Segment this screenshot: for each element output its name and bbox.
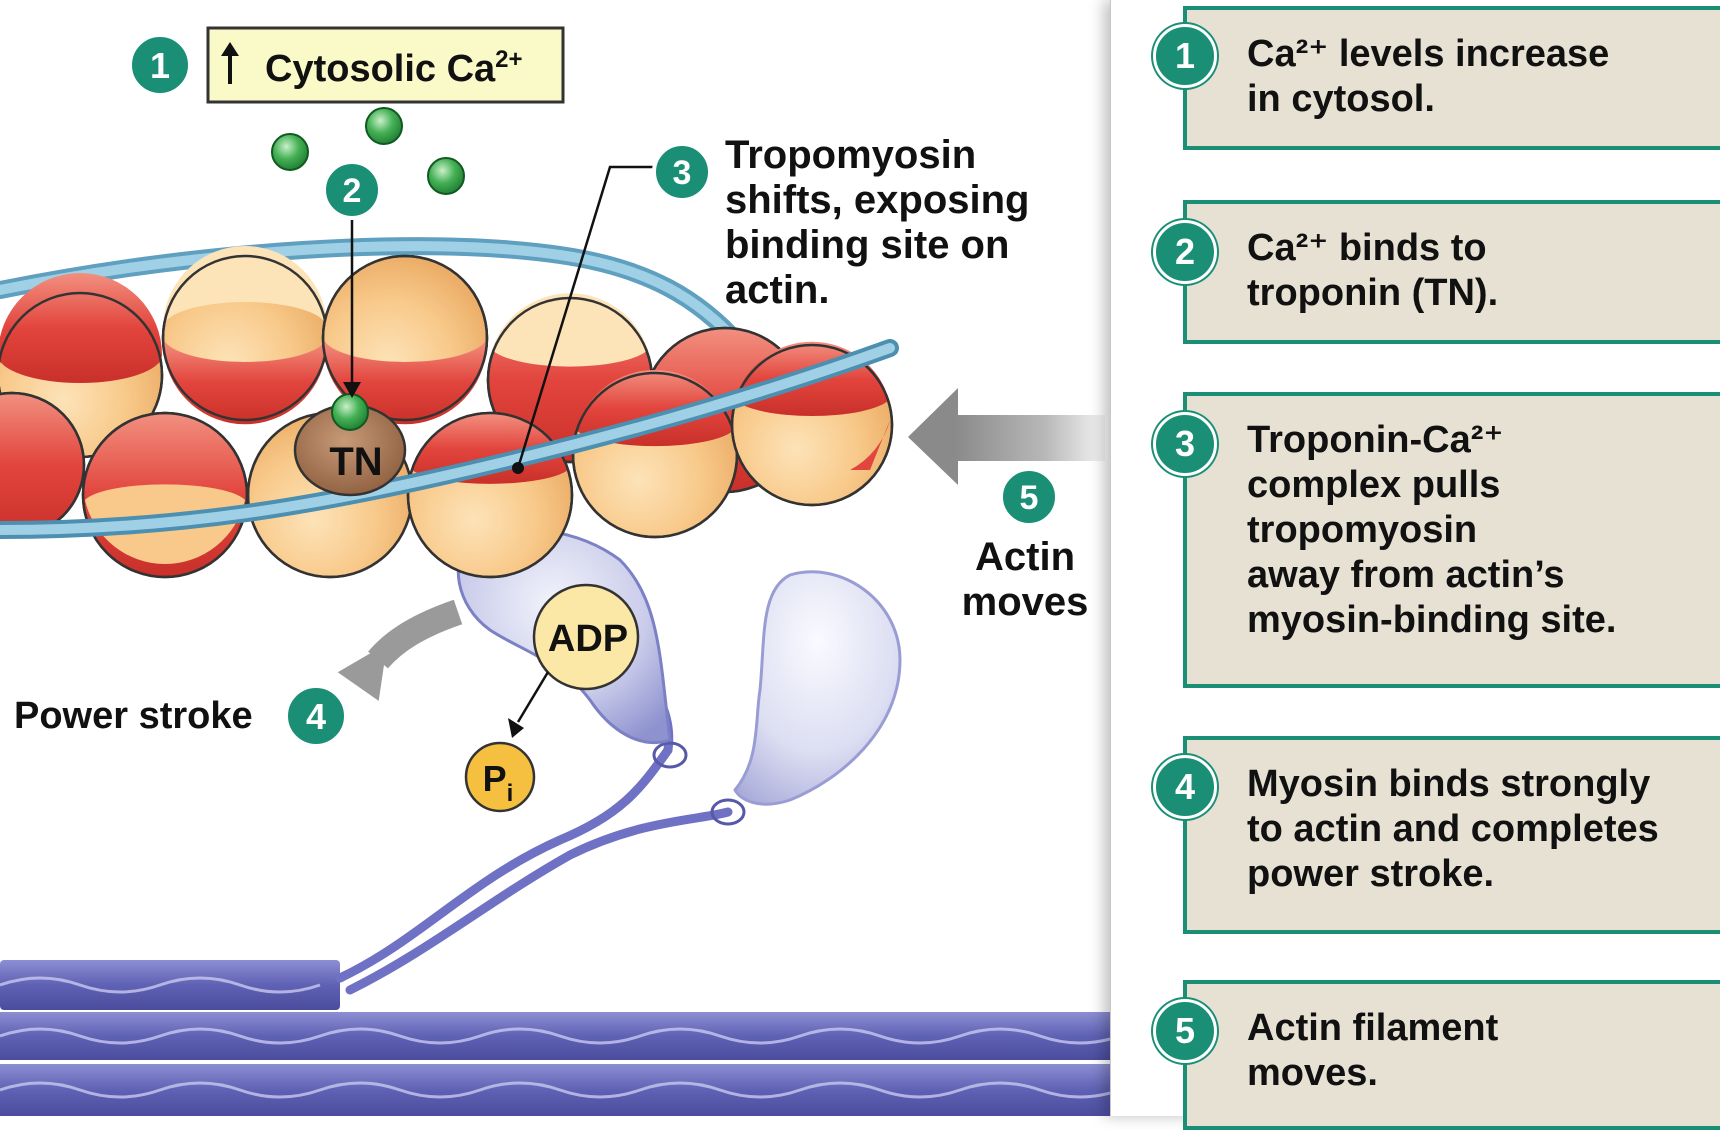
- step-box-1: Ca²⁺ levels increase in cytosol.: [1183, 6, 1720, 150]
- actin-moves-arrow: [908, 388, 1105, 485]
- svg-text:Cytosolic Ca2+: Cytosolic Ca2+: [265, 46, 523, 90]
- binding-arrow: [343, 218, 361, 398]
- cytosolic-ca-callout: Cytosolic Ca2+: [206, 26, 565, 104]
- svg-text:moves: moves: [962, 580, 1089, 624]
- step-text-5: Actin filament moves.: [1247, 1007, 1499, 1094]
- svg-text:Tropomyosin: Tropomyosin: [725, 133, 976, 177]
- step-badge-4: 4: [1153, 755, 1217, 819]
- svg-text:ADP: ADP: [548, 618, 628, 660]
- step-badge-3: 3: [1153, 412, 1217, 476]
- actin-moves-label: Actin moves: [962, 535, 1089, 624]
- calcium-ions: [271, 107, 465, 431]
- svg-text:binding site on: binding site on: [725, 223, 1009, 267]
- muscle-contraction-diagram: TN ADP Pi: [0, 26, 1110, 1116]
- up-arrow-icon: [221, 42, 239, 84]
- steps-panel: Ca²⁺ levels increase in cytosol. 1 Ca²⁺ …: [1110, 0, 1720, 1130]
- binding-site-leader: [512, 165, 655, 474]
- power-stroke-label: Power stroke: [14, 695, 253, 737]
- step-box-4: Myosin binds strongly to actin and compl…: [1183, 736, 1720, 934]
- diagram-badges: 1 2 3 4 5: [128, 33, 1059, 748]
- tn-label: TN: [329, 440, 382, 484]
- step-badge-1: 1: [1153, 24, 1217, 88]
- myosin-head-free: [733, 570, 902, 806]
- svg-text:1: 1: [150, 45, 170, 86]
- badge-1: 1: [128, 33, 192, 97]
- step-text-2: Ca²⁺ binds to troponin (TN).: [1247, 227, 1499, 314]
- badge-5: 5: [999, 467, 1059, 527]
- step-box-5: Actin filament moves.: [1183, 980, 1720, 1130]
- badge-3: 3: [652, 142, 712, 202]
- thick-filament: [0, 960, 1110, 1116]
- step-text-1: Ca²⁺ levels increase in cytosol.: [1247, 33, 1610, 120]
- pi-release-arrow: [508, 671, 550, 738]
- svg-text:shifts, exposing: shifts, exposing: [725, 178, 1030, 222]
- svg-text:4: 4: [306, 696, 326, 737]
- step-text-4: Myosin binds strongly to actin and compl…: [1247, 763, 1659, 895]
- step-box-2: Ca²⁺ binds to troponin (TN).: [1183, 200, 1720, 344]
- thin-filament-actin: [0, 246, 894, 579]
- pi-circle: Pi: [464, 741, 536, 813]
- adp-circle: ADP: [532, 583, 640, 691]
- step-box-3: Troponin-Ca²⁺ complex pulls tropomyosin …: [1183, 392, 1720, 688]
- svg-text:2: 2: [343, 172, 362, 210]
- svg-text:Pi: Pi: [483, 758, 514, 807]
- svg-text:5: 5: [1020, 479, 1039, 517]
- svg-text:3: 3: [673, 154, 692, 192]
- badge-2: 2: [322, 160, 382, 220]
- step-badge-5: 5: [1153, 999, 1217, 1063]
- svg-text:actin.: actin.: [725, 268, 829, 312]
- tropomyosin-note: Tropomyosin shifts, exposing binding sit…: [725, 133, 1030, 312]
- step-badge-2: 2: [1153, 220, 1217, 284]
- power-stroke-arrow: [337, 599, 463, 701]
- step-text-3: Troponin-Ca²⁺ complex pulls tropomyosin …: [1247, 419, 1617, 641]
- badge-4: 4: [284, 684, 348, 748]
- svg-text:Actin: Actin: [975, 535, 1075, 579]
